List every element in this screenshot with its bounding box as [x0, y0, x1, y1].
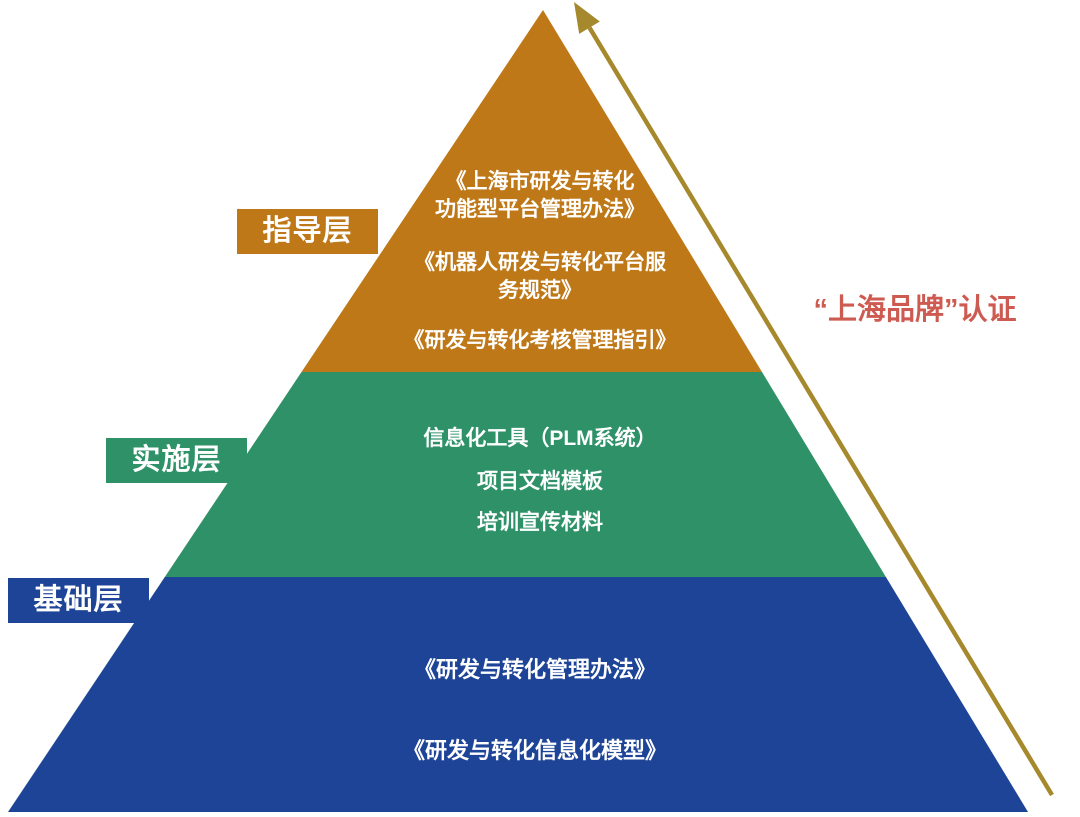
- guidance-item-1: 《上海市研发与转化 功能型平台管理办法》: [435, 170, 645, 221]
- pyramid-layer-guidance: [301, 10, 762, 372]
- guidance-item-2: 《机器人研发与转化平台服 务规范》: [414, 251, 666, 302]
- brand-certification-label: “上海品牌”认证: [813, 294, 1017, 326]
- layer-label-implementation: 实施层: [106, 438, 247, 483]
- implementation-item-2: 项目文档模板: [477, 470, 603, 493]
- foundation-item-2: 《研发与转化信息化模型》: [402, 738, 667, 763]
- ascent-arrow-head-icon: [574, 2, 600, 34]
- foundation-item-1: 《研发与转化管理办法》: [413, 657, 656, 682]
- implementation-item-1: 信息化工具（PLM系统）: [423, 427, 657, 450]
- ascent-arrow-line: [587, 26, 1054, 797]
- layer-label-guidance: 指导层: [237, 209, 378, 254]
- layer-label-foundation: 基础层: [8, 578, 149, 623]
- pyramid-layer-foundation: [8, 577, 1028, 812]
- guidance-item-3: 《研发与转化考核管理指引》: [403, 329, 677, 352]
- pyramid-layer-implementation: [164, 372, 886, 577]
- implementation-item-3: 培训宣传材料: [477, 511, 603, 534]
